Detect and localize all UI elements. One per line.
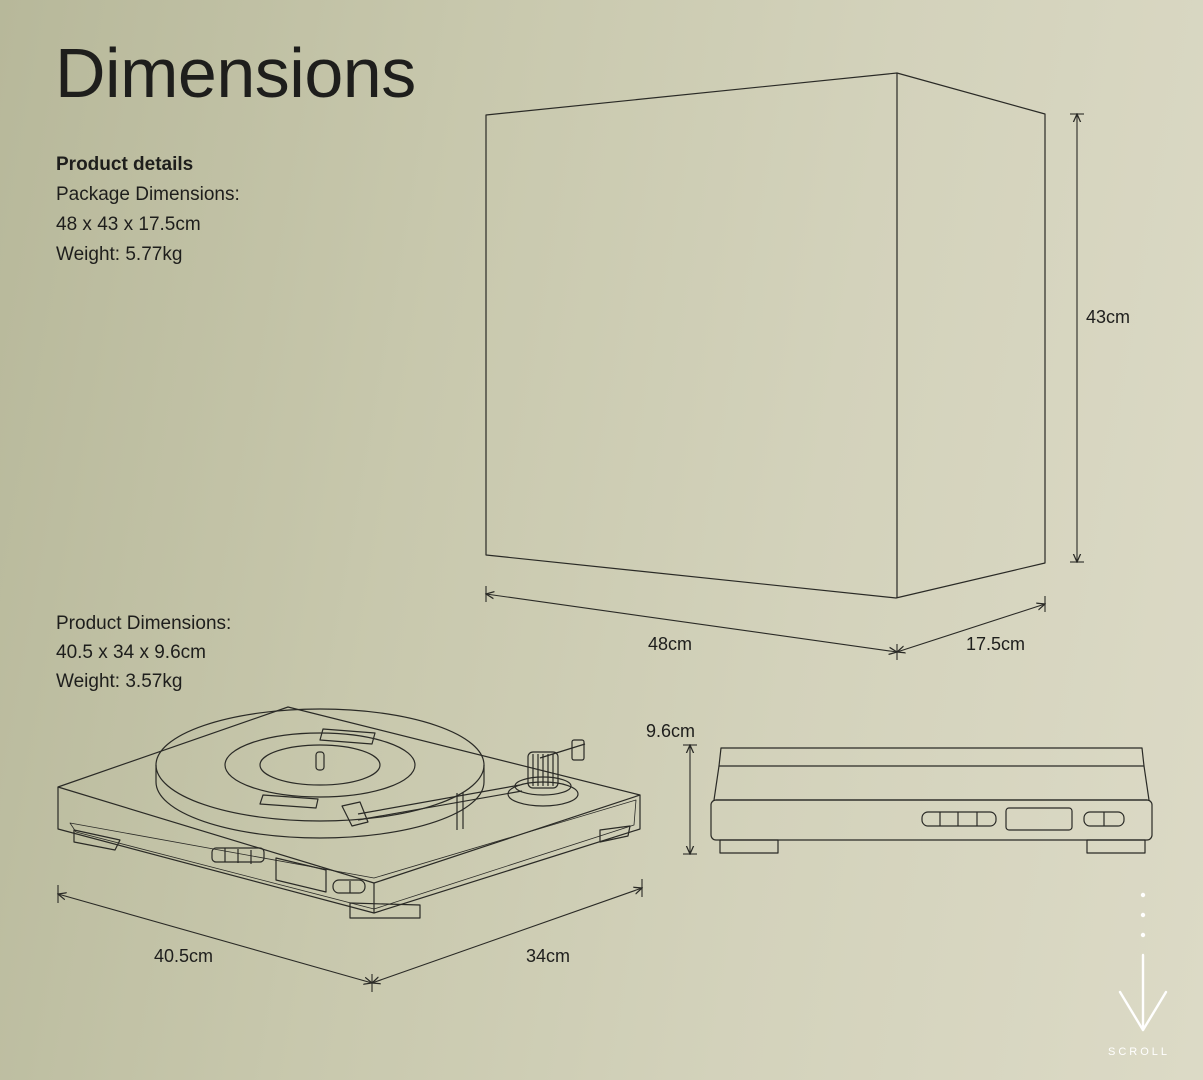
scroll-label[interactable]: SCROLL — [1108, 1046, 1171, 1058]
product-height-label: 9.6cm — [646, 721, 696, 741]
package-height-label: 43cm — [1086, 307, 1131, 327]
turntable-dimension-lines — [58, 879, 642, 992]
package-box — [485, 72, 1046, 599]
product-dimensions-value: 40.5 x 34 x 9.6cm — [56, 642, 206, 663]
package-dimensions-label: Package Dimensions: — [56, 184, 240, 205]
product-depth-label: 34cm — [526, 946, 571, 966]
package-weight: Weight: 5.77kg — [56, 244, 183, 265]
arrow-down-icon[interactable] — [1118, 953, 1168, 1032]
package-dimension-lines — [486, 114, 1084, 660]
package-width-label: 48cm — [648, 634, 693, 654]
product-dimensions-label: Product Dimensions: — [56, 613, 232, 634]
turntable-perspective — [57, 706, 641, 919]
turntable-front-view — [710, 747, 1153, 854]
scroll-hint-dots — [1140, 892, 1146, 938]
product-weight: Weight: 3.57kg — [56, 671, 183, 692]
page-title: Dimensions — [55, 34, 416, 112]
front-height-dimension — [683, 745, 697, 854]
product-details: Product Dimensions: 40.5 x 34 x 9.6cm We… — [56, 609, 231, 696]
product-details-heading: Product details — [56, 154, 194, 175]
product-width-label: 40.5cm — [154, 946, 214, 966]
package-depth-label: 17.5cm — [966, 634, 1026, 654]
package-details: Product details Package Dimensions: 48 x… — [56, 150, 240, 270]
package-dimensions-value: 48 x 43 x 17.5cm — [56, 214, 201, 235]
